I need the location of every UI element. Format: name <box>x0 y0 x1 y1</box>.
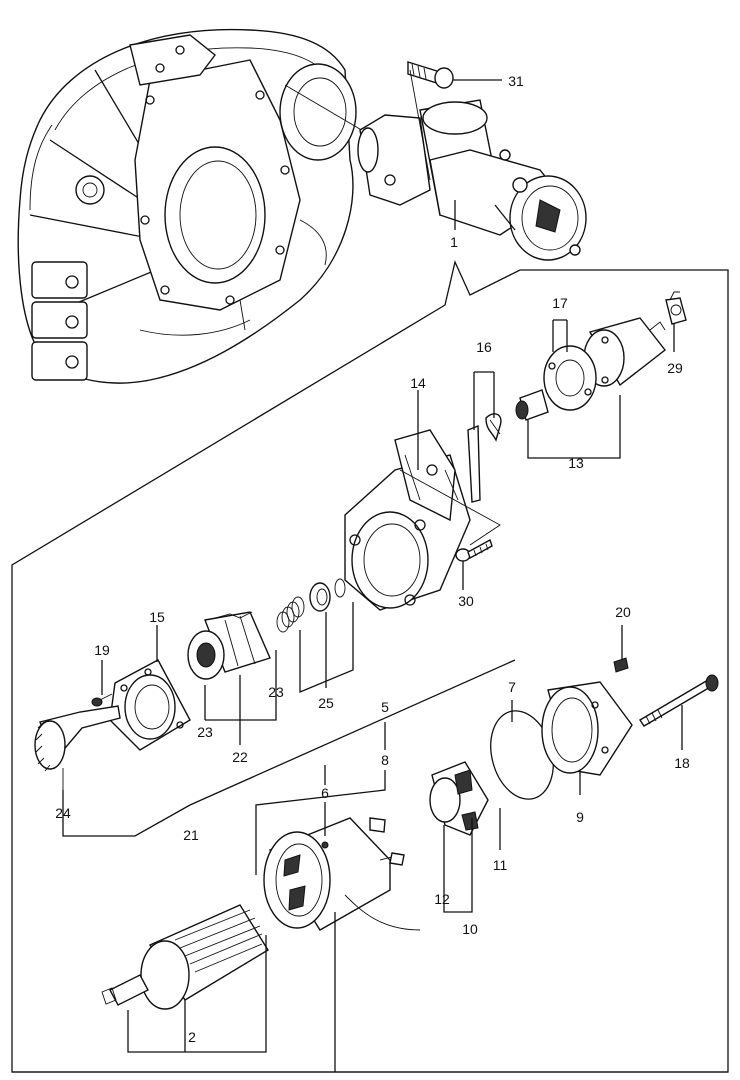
callout-25-bracket <box>299 602 354 693</box>
solenoid-13 <box>515 317 666 421</box>
exploded-view-frame <box>11 259 729 1073</box>
callout-2-bracket <box>127 935 267 1053</box>
callout-17-bracket <box>552 319 568 352</box>
drive-housing-14 <box>344 429 471 611</box>
callout-8: 8 <box>381 752 389 768</box>
callout-7: 7 <box>508 679 516 695</box>
screw-20 <box>613 625 629 673</box>
bolt-30 <box>455 538 493 590</box>
callout-21-top <box>189 659 516 806</box>
bolt-31 <box>407 61 502 181</box>
brush-holder-10 <box>429 761 489 836</box>
callout-10: 10 <box>462 921 478 937</box>
callout-16-bracket <box>473 371 495 430</box>
callout-31: 31 <box>508 73 524 89</box>
callout-24: 24 <box>55 805 71 821</box>
callout-5: 5 <box>381 699 389 715</box>
terminal-29 <box>665 291 687 352</box>
end-cover-9 <box>541 681 633 776</box>
callout-1: 1 <box>450 234 458 250</box>
callout-22-23-bracket <box>204 650 277 745</box>
through-bolt-18 <box>639 674 719 750</box>
callout-6: 6 <box>321 785 329 801</box>
yoke-6 <box>263 817 421 931</box>
end-plate-15 <box>109 659 191 751</box>
drive-clutch-22 <box>187 611 271 680</box>
callout-20: 20 <box>615 604 631 620</box>
callout-21: 21 <box>183 827 199 843</box>
callout-13: 13 <box>568 455 584 471</box>
flywheel-housing <box>17 28 357 384</box>
callout-15: 15 <box>149 609 165 625</box>
callout-30-aux <box>399 469 501 546</box>
callout-22: 22 <box>232 749 248 765</box>
callout-23-right: 23 <box>268 684 284 700</box>
callout-6-bracket <box>255 770 386 875</box>
callout-10-bracket <box>443 808 501 913</box>
callout-labels: 1 2 5 6 7 8 9 10 11 12 13 14 15 16 17 18… <box>55 73 690 1045</box>
callout-19: 19 <box>94 642 110 658</box>
callout-29: 29 <box>667 360 683 376</box>
callout-11: 11 <box>493 857 508 873</box>
callout-13-bracket <box>527 395 621 459</box>
callout-16: 16 <box>476 339 492 355</box>
callout-18: 18 <box>674 755 690 771</box>
callout-2: 2 <box>188 1029 196 1045</box>
callout-17: 17 <box>552 295 568 311</box>
callout-21-frame <box>62 790 191 837</box>
armature-2 <box>101 904 269 1010</box>
starter-assembly <box>357 99 587 261</box>
spring-set-25 <box>276 578 346 633</box>
shift-lever-16 <box>467 413 502 503</box>
callout-9: 9 <box>576 809 584 825</box>
callout-25: 25 <box>318 695 334 711</box>
callout-12: 12 <box>434 891 450 907</box>
screw-19 <box>91 660 113 707</box>
pinion-gear-24 <box>34 705 121 772</box>
housing-leader <box>284 84 371 136</box>
callout-14: 14 <box>410 375 426 391</box>
callout-30: 30 <box>458 593 474 609</box>
callout-23-left: 23 <box>197 724 213 740</box>
